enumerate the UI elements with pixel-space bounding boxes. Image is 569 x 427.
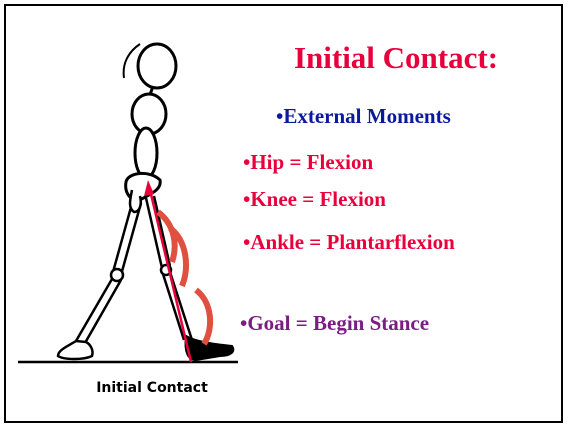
bullet-goal: •Goal = Begin Stance (240, 310, 429, 336)
figure-head (138, 44, 176, 88)
bullet-ankle: •Ankle = Plantarflexion (243, 229, 455, 255)
ankle-moment-arc (196, 290, 210, 344)
bullet-external-moments: •External Moments (276, 103, 451, 129)
slide-title: Initial Contact: (246, 40, 546, 76)
figure-trunk (135, 128, 157, 178)
bullet-hip: •Hip = Flexion (243, 149, 373, 175)
figure-caption: Initial Contact (64, 379, 240, 397)
bullet-knee: •Knee = Flexion (243, 186, 386, 212)
